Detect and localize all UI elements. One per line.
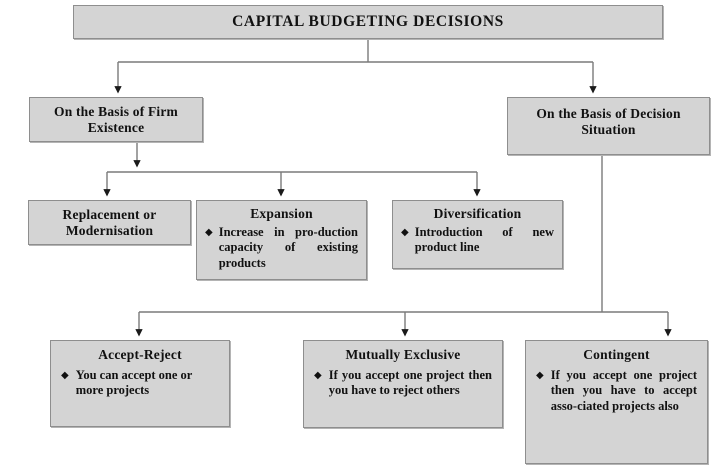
node-on-the-basis-of-firm-existence[interactable]: On the Basis of Firm Existence [29,97,203,142]
diamond-bullet-icon: ◆ [205,226,213,238]
diamond-bullet-icon: ◆ [61,369,69,381]
bullet-item: ◆ If you accept one project then you hav… [314,368,492,399]
bullet-item: ◆ You can accept one or more projects [61,368,219,399]
node-title: Diversification [433,206,522,221]
node-title: On the Basis of Decision Situation [536,106,680,154]
node-title-line2: Modernisation [65,222,154,238]
bullet-item: ◆ Introduction of new product line [401,225,554,256]
node-title-line2: Existence [87,119,145,135]
node-title-line1: Replacement or [62,206,157,222]
node-on-the-basis-of-decision-situation[interactable]: On the Basis of Decision Situation [507,97,710,155]
node-expansion[interactable]: Expansion ◆ Increase in pro-duction capa… [196,200,367,280]
bullet-item: ◆ Increase in pro-duction capacity of ex… [205,225,358,272]
bullet-item: ◆ If you accept one project then you hav… [536,368,697,415]
node-diversification[interactable]: Diversification ◆ Introduction of new pr… [392,200,563,269]
node-title: Mutually Exclusive [345,347,461,362]
node-title: Expansion [250,206,313,221]
bullet-text: If you accept one project then you have … [550,367,697,413]
node-title: Replacement or Modernisation [63,207,157,239]
bullet-text: Introduction of new product line [414,224,554,255]
bullet-text: You can accept one or more projects [75,367,193,398]
node-contingent[interactable]: Contingent ◆ If you accept one project t… [525,340,708,464]
node-title: On the Basis of Firm Existence [54,104,178,136]
node-title-line2: Situation [581,121,636,137]
diamond-bullet-icon: ◆ [314,369,322,381]
diamond-bullet-icon: ◆ [536,369,544,381]
node-mutually-exclusive[interactable]: Mutually Exclusive ◆ If you accept one p… [303,340,503,428]
node-title-line1: On the Basis of Firm [54,103,178,119]
node-title: CAPITAL BUDGETING DECISIONS [232,12,504,30]
bullet-text: Increase in pro-duction capacity of exis… [218,224,358,270]
node-replacement-or-modernisation[interactable]: Replacement or Modernisation [28,200,191,245]
node-accept-reject[interactable]: Accept-Reject ◆ You can accept one or mo… [50,340,230,427]
diamond-bullet-icon: ◆ [401,226,409,238]
node-title: Accept-Reject [98,347,182,362]
node-title: Contingent [583,347,650,362]
node-capital-budgeting-decisions[interactable]: CAPITAL BUDGETING DECISIONS [73,5,663,39]
node-title-line1: On the Basis of Decision [536,106,681,121]
bullet-text: If you accept one project then you have … [328,367,492,398]
